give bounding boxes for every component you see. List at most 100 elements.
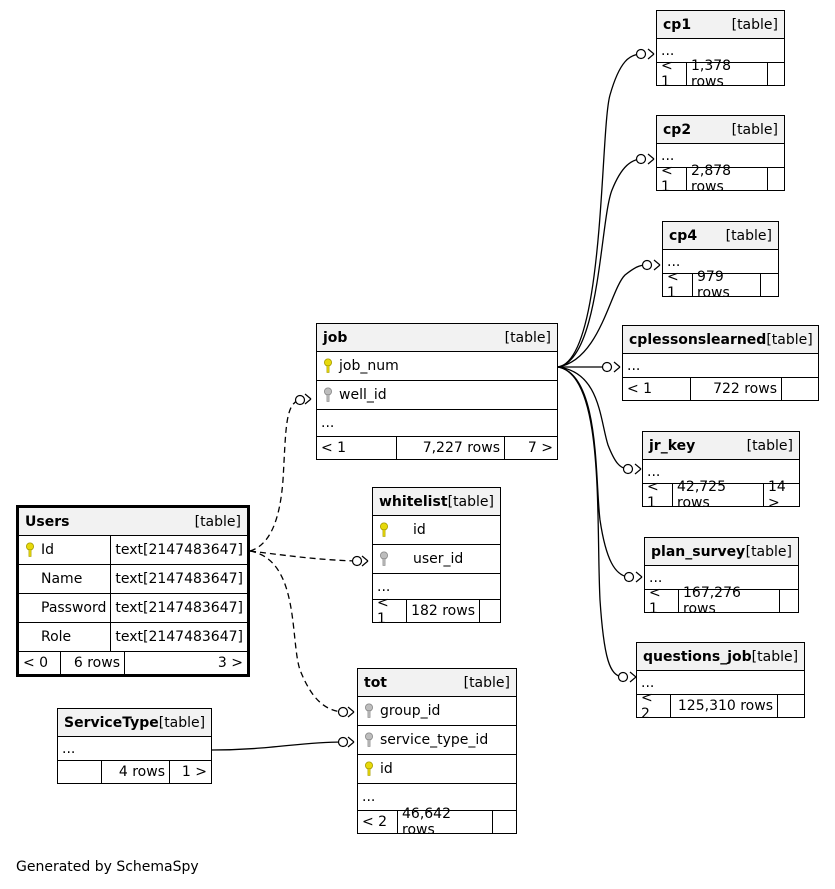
table-header: ServiceType [table] [58, 709, 211, 737]
table-type: [table] [158, 714, 206, 731]
column-type: text[2147483647] [115, 629, 243, 645]
table-footer: < 1 167,276 rows [645, 585, 798, 617]
table-whitelist[interactable]: whitelist [table] id user_id ... < 1 182… [372, 487, 501, 627]
table-header: job [table] [317, 324, 557, 352]
column-name: Password [41, 600, 107, 616]
relation-job-cp4 [557, 264, 647, 368]
column-name: Id [41, 542, 55, 558]
row-count: 2,878 rows [687, 163, 768, 195]
relation-servicetype-tot [211, 741, 343, 751]
table-footer: < 1 979 rows [663, 269, 778, 301]
table-users[interactable]: Users [table] Id text[2147483647] Name t… [16, 505, 250, 677]
table-tot[interactable]: tot [table] group_id service_type_id id … [357, 668, 517, 838]
more-columns-row: ... [637, 671, 804, 695]
row-count: 722 rows [691, 378, 782, 400]
relation-job-cp1 [557, 53, 641, 368]
crowsfoot-cplessonslearned [613, 361, 621, 373]
table-questions_job[interactable]: questions_job [table] ... < 2 125,310 ro… [636, 642, 805, 722]
more-columns-row: ... [657, 39, 784, 63]
crowsfoot-job [304, 393, 312, 405]
table-header: jr_key [table] [643, 432, 799, 460]
primary-key-icon [317, 358, 339, 374]
row-count: 125,310 rows [671, 695, 778, 717]
table-footer: < 1 2,878 rows [657, 163, 784, 195]
table-name: cp4 [669, 227, 698, 244]
column-type: text[2147483647] [115, 542, 243, 558]
table-type: [table] [725, 227, 772, 244]
table-servicetype[interactable]: ServiceType [table] ... 4 rows 1 > [57, 708, 212, 784]
relation-job-plan_survey [557, 366, 629, 578]
table-jr_key[interactable]: jr_key [table] ... < 1 42,725 rows 14 > [642, 431, 800, 511]
column-name: Name [41, 571, 83, 587]
crowsfoot-tot-group [347, 706, 355, 718]
table-footer: < 2 46,642 rows [358, 806, 516, 838]
column-row: Password text[2147483647] [19, 594, 247, 623]
relation-circle-jr_key [622, 463, 634, 475]
crowsfoot-questions_job [629, 671, 637, 683]
table-footer: < 1 722 rows [623, 378, 818, 400]
table-cp4[interactable]: cp4 [table] ... < 1 979 rows [662, 221, 779, 301]
column-row: id [373, 516, 500, 545]
foreign-key-icon [358, 703, 380, 719]
table-cp2[interactable]: cp2 [table] ... < 1 2,878 rows [656, 115, 785, 195]
table-header: plan_survey [table] [645, 538, 798, 566]
table-header: cplessonslearned [table] [623, 326, 818, 354]
table-type: [table] [745, 543, 792, 560]
children-count [782, 378, 818, 400]
table-type: [table] [731, 16, 778, 33]
more-columns-row: ... [645, 566, 798, 590]
more-columns-row: ... [657, 144, 784, 168]
foreign-key-icon [358, 732, 380, 748]
children-count [780, 590, 798, 612]
table-type: [table] [194, 513, 241, 530]
column-name: job_num [339, 358, 399, 374]
column-row: id [358, 755, 516, 784]
table-header: Users [table] [19, 508, 247, 536]
children-count [768, 168, 784, 190]
more-columns-row: ... [358, 784, 516, 811]
children-count [761, 274, 778, 296]
table-name: whitelist [379, 493, 448, 510]
column-type: text[2147483647] [115, 600, 243, 616]
table-name: cp2 [663, 121, 692, 138]
column-row: well_id [317, 381, 557, 410]
row-count: 167,276 rows [679, 585, 780, 617]
children-count [493, 811, 516, 833]
relation-circle-cp2 [635, 153, 647, 165]
table-footer: < 0 6 rows 3 > [19, 652, 247, 674]
table-name: plan_survey [651, 543, 746, 560]
crowsfoot-cp1 [647, 48, 655, 60]
row-count: 1,378 rows [687, 58, 768, 90]
children-count [480, 600, 500, 622]
table-header: tot [table] [358, 669, 516, 697]
crowsfoot-jr_key [634, 463, 642, 475]
row-count: 182 rows [407, 600, 480, 622]
column-row: Id text[2147483647] [19, 536, 247, 565]
relation-circle-cp1 [635, 48, 647, 60]
table-name: tot [364, 674, 388, 691]
primary-key-icon [373, 522, 395, 538]
relation-circle-cp4 [641, 259, 653, 271]
children-count: 7 > [527, 440, 553, 456]
table-name: Users [25, 513, 70, 530]
more-columns-row: ... [643, 460, 799, 484]
table-header: whitelist [table] [373, 488, 500, 516]
table-plan_survey[interactable]: plan_survey [table] ... < 1 167,276 rows [644, 537, 799, 617]
table-type: [table] [766, 331, 813, 348]
more-columns-row: ... [663, 250, 778, 274]
table-header: cp1 [table] [657, 11, 784, 39]
parents-count: < 1 [317, 437, 397, 459]
children-count [778, 695, 804, 717]
parents-count: < 2 [637, 690, 671, 722]
column-row: service_type_id [358, 726, 516, 755]
table-cp1[interactable]: cp1 [table] ... < 1 1,378 rows [656, 10, 785, 90]
parents-count: < 1 [663, 269, 693, 301]
table-job[interactable]: job [table] job_num well_id ... < 1 7,22… [316, 323, 558, 460]
column-row: Role text[2147483647] [19, 623, 247, 652]
table-cplessonslearned[interactable]: cplessonslearned [table] ... < 1 722 row… [622, 325, 819, 401]
row-count: 46,642 rows [398, 806, 493, 838]
parents-count: < 1 [643, 479, 673, 511]
parents-count: < 1 [373, 595, 407, 627]
